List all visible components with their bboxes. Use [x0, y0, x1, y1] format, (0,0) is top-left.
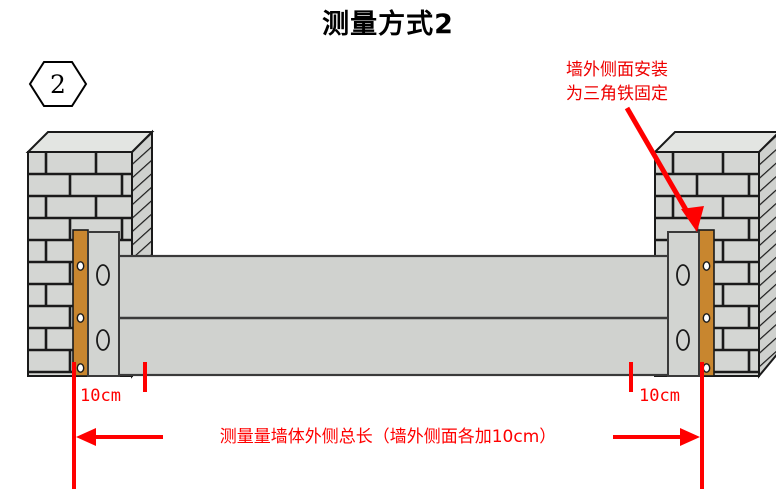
step-marker-label: 2	[50, 69, 66, 99]
pillar-left-top-face	[25, 131, 155, 153]
bolt-hole-icon	[702, 313, 711, 323]
plate-hole-icon	[96, 329, 110, 351]
angle-iron-right	[698, 229, 715, 377]
dimension-label-left: 10cm	[80, 386, 121, 406]
angle-iron-left	[72, 229, 89, 377]
step-marker-hexagon	[28, 61, 88, 107]
plate-hole-icon	[676, 264, 690, 286]
dimension-extension-lines	[72, 362, 704, 489]
bolt-hole-icon	[702, 363, 711, 373]
plate-hole-icon	[96, 264, 110, 286]
plate-hole-icon	[676, 329, 690, 351]
bolt-hole-icon	[76, 261, 85, 271]
pillar-right-side-face	[758, 133, 776, 379]
total-span-label: 测量量墙体外侧总长（墙外侧面各加10cm）	[163, 422, 613, 447]
dimension-label-right: 10cm	[639, 386, 680, 406]
mounting-plate-right	[667, 231, 700, 377]
bolt-hole-icon	[76, 313, 85, 323]
mounting-plate-left	[87, 231, 120, 377]
horizontal-beam	[111, 254, 676, 377]
install-note: 墙外侧面安装 为三角铁固定	[566, 58, 726, 106]
arrowhead-left	[76, 428, 96, 446]
install-note-leader-arrow	[624, 106, 704, 232]
arrowhead-right	[680, 428, 700, 446]
pillar-right-top-face	[652, 131, 776, 153]
bolt-hole-icon	[76, 363, 85, 373]
install-note-line-2: 为三角铁固定	[566, 84, 668, 104]
page-title: 测量方式2	[322, 9, 454, 40]
install-note-line-1: 墙外侧面安装	[566, 60, 668, 80]
bolt-hole-icon	[702, 261, 711, 271]
